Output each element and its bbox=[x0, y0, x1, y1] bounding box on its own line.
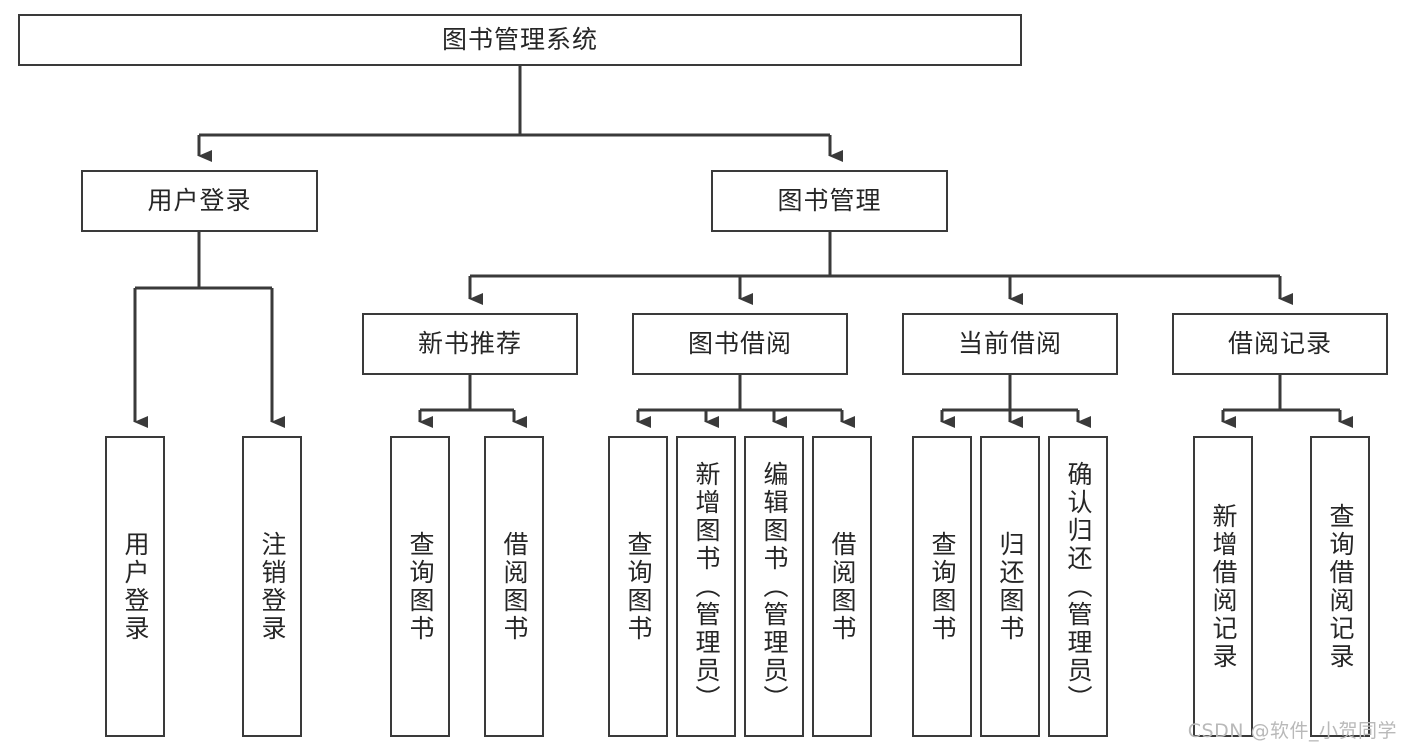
leaf-label: 确认归还（管理员） bbox=[1064, 460, 1093, 713]
leaf-label: 借阅图书 bbox=[500, 530, 529, 643]
leaf-label: 借阅图书 bbox=[828, 530, 857, 643]
node-user-login[interactable]: 用户登录 bbox=[81, 170, 318, 232]
node-current-borrow[interactable]: 当前借阅 bbox=[902, 313, 1118, 375]
node-leaf-return-book[interactable]: 归还图书 bbox=[980, 436, 1040, 737]
leaf-label: 注销登录 bbox=[258, 530, 287, 643]
node-leaf-add-borrow-record[interactable]: 新增借阅记录 bbox=[1193, 436, 1253, 737]
leaf-label: 编辑图书（管理员） bbox=[760, 460, 789, 713]
leaf-label: 查询图书 bbox=[928, 530, 957, 643]
leaf-label: 新增图书（管理员） bbox=[692, 460, 721, 713]
node-leaf-add-book-admin[interactable]: 新增图书（管理员） bbox=[676, 436, 736, 737]
leaf-label: 查询图书 bbox=[624, 530, 653, 643]
leaf-label: 用户登录 bbox=[121, 530, 150, 643]
node-leaf-query-book-borrow[interactable]: 查询图书 bbox=[608, 436, 668, 737]
watermark-text: CSDN @软件_小贺同学 bbox=[1187, 720, 1397, 742]
node-borrow-record[interactable]: 借阅记录 bbox=[1172, 313, 1388, 375]
node-new-book-recommend[interactable]: 新书推荐 bbox=[362, 313, 578, 375]
node-leaf-query-book-recommend[interactable]: 查询图书 bbox=[390, 436, 450, 737]
node-leaf-user-login[interactable]: 用户登录 bbox=[105, 436, 165, 737]
node-book-borrow[interactable]: 图书借阅 bbox=[632, 313, 848, 375]
leaf-label: 查询借阅记录 bbox=[1326, 502, 1355, 671]
leaf-label: 归还图书 bbox=[996, 530, 1025, 643]
node-book-manage[interactable]: 图书管理 bbox=[711, 170, 948, 232]
node-leaf-edit-book-admin[interactable]: 编辑图书（管理员） bbox=[744, 436, 804, 737]
node-root-system[interactable]: 图书管理系统 bbox=[18, 14, 1022, 66]
node-leaf-user-logout[interactable]: 注销登录 bbox=[242, 436, 302, 737]
leaf-label: 新增借阅记录 bbox=[1209, 502, 1238, 671]
node-leaf-query-borrow-record[interactable]: 查询借阅记录 bbox=[1310, 436, 1370, 737]
node-leaf-borrow-book[interactable]: 借阅图书 bbox=[812, 436, 872, 737]
node-leaf-confirm-return-admin[interactable]: 确认归还（管理员） bbox=[1048, 436, 1108, 737]
node-leaf-borrow-book-recommend[interactable]: 借阅图书 bbox=[484, 436, 544, 737]
node-leaf-query-book-current[interactable]: 查询图书 bbox=[912, 436, 972, 737]
leaf-label: 查询图书 bbox=[406, 530, 435, 643]
